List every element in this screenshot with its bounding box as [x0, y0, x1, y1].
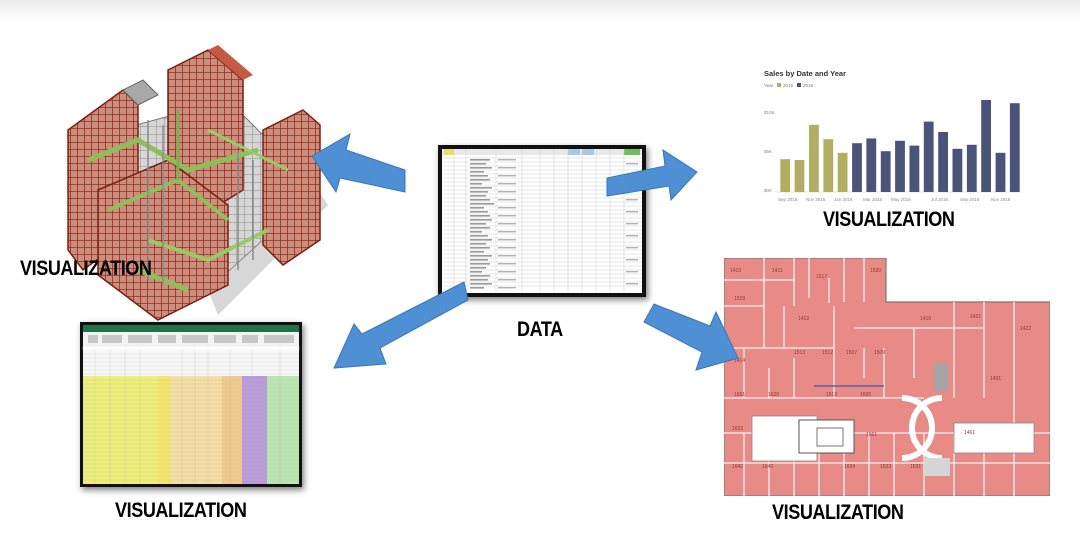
- svg-text:1411: 1411: [772, 268, 783, 274]
- svg-text:1422: 1422: [1020, 326, 1031, 332]
- svg-text:1633: 1633: [880, 464, 891, 470]
- legend-label-2015: 2015: [783, 83, 794, 88]
- bar-2016: [938, 132, 948, 192]
- building-model-image: [28, 30, 328, 330]
- bar-2015: [837, 152, 848, 192]
- spreadsheet-visualization-label: VISUALIZATION: [115, 499, 247, 522]
- svg-text:1520: 1520: [870, 268, 881, 274]
- building-model-drawing: [67, 45, 328, 321]
- svg-text:1512: 1512: [822, 350, 833, 356]
- svg-text:1461: 1461: [964, 430, 975, 436]
- bar-2016: [909, 145, 920, 192]
- bar-2016: [995, 152, 1006, 192]
- building-visualization-label: VISUALIZATION: [20, 257, 152, 280]
- x-tick-label: May 2016: [891, 197, 911, 202]
- bar-2016: [966, 144, 977, 192]
- bar-2016: [895, 140, 905, 192]
- bar-2016: [952, 148, 963, 192]
- bar-2015: [823, 139, 834, 192]
- svg-text:1507: 1507: [846, 350, 857, 356]
- top-gradient-band: [0, 0, 1080, 22]
- svg-text:1633: 1633: [732, 426, 743, 432]
- x-tick-label: Jan 2016: [834, 197, 853, 202]
- data-table-image: [438, 145, 646, 297]
- legend-swatch-2015: [777, 83, 781, 87]
- bar-2015: [794, 160, 805, 192]
- arrow-to-spreadsheet: [333, 281, 469, 369]
- x-tick-labels: Sep 2015 Nov 2015 Jan 2016 Mar 2016 May …: [778, 197, 1011, 202]
- chart-title: Sales by Date and Year: [764, 69, 846, 78]
- svg-text:1661: 1661: [866, 432, 877, 438]
- svg-text:1431: 1431: [990, 376, 1001, 382]
- svg-text:1509: 1509: [874, 350, 885, 356]
- floorplan-drawing: 1410 1411 1517 1520 1519 1412 1414 1513 1512 1…: [723, 257, 1051, 497]
- bars-group: [780, 100, 1020, 192]
- bar-2016: [981, 100, 991, 192]
- floorplan-image: 1410 1411 1517 1520 1519 1412 1414 1513 1512 1…: [723, 257, 1051, 497]
- legend-label-2016: 2016: [803, 83, 814, 88]
- x-tick-label: Sep 2015: [778, 197, 798, 202]
- data-label: DATA: [517, 318, 563, 341]
- y-tick-label: $5K: [764, 149, 772, 154]
- spreadsheet-drawing: [82, 325, 300, 484]
- svg-text:1421: 1421: [970, 314, 981, 320]
- chart-visualization-label: VISUALIZATION: [823, 208, 955, 231]
- bar-2015: [780, 159, 791, 192]
- svg-text:1613: 1613: [826, 392, 837, 398]
- svg-text:1517: 1517: [816, 274, 827, 280]
- x-tick-label: Nov 2016: [991, 197, 1011, 202]
- bar-2016: [923, 121, 934, 192]
- spreadsheet-image: [80, 322, 302, 487]
- bar-2016: [866, 138, 877, 192]
- x-tick-label: Jul 2016: [931, 197, 949, 202]
- y-tick-label: $0K: [764, 188, 772, 193]
- arrow-to-floorplan: [643, 303, 739, 371]
- svg-text:1651: 1651: [734, 392, 745, 398]
- y-tick-label: $10K: [764, 110, 775, 115]
- arrow-to-chart: [606, 148, 698, 202]
- sales-chart-svg: Sales by Date and Year Year 2015 2016 $1…: [764, 69, 1022, 202]
- svg-text:1416: 1416: [920, 316, 931, 322]
- legend-swatch-2016: [797, 83, 801, 87]
- floorplan-visualization-label: VISUALIZATION: [772, 501, 904, 524]
- x-tick-label: Nov 2015: [806, 197, 826, 202]
- svg-text:1410: 1410: [730, 268, 741, 274]
- x-tick-label: Mar 2016: [863, 197, 883, 202]
- bar-2016: [880, 151, 891, 192]
- svg-text:1513: 1513: [794, 350, 805, 356]
- svg-text:1642: 1642: [732, 464, 743, 470]
- legend-prefix: Year: [764, 83, 774, 88]
- svg-text:1414: 1414: [734, 358, 745, 364]
- svg-text:1640: 1640: [762, 464, 773, 470]
- x-tick-label: Sep 2016: [960, 197, 980, 202]
- bar-2016: [852, 143, 862, 192]
- svg-text:1519: 1519: [734, 296, 745, 302]
- svg-text:1412: 1412: [798, 316, 809, 322]
- sales-chart: Sales by Date and Year Year 2015 2016 $1…: [760, 62, 1032, 210]
- svg-text:1634: 1634: [844, 464, 855, 470]
- arrow-to-building: [311, 132, 406, 194]
- bar-2016: [1009, 103, 1020, 192]
- svg-text:1620: 1620: [768, 392, 779, 398]
- svg-text:1631: 1631: [910, 464, 921, 470]
- bar-2015: [809, 124, 819, 192]
- data-table-drawing: [442, 149, 642, 293]
- svg-text:1605: 1605: [860, 392, 871, 398]
